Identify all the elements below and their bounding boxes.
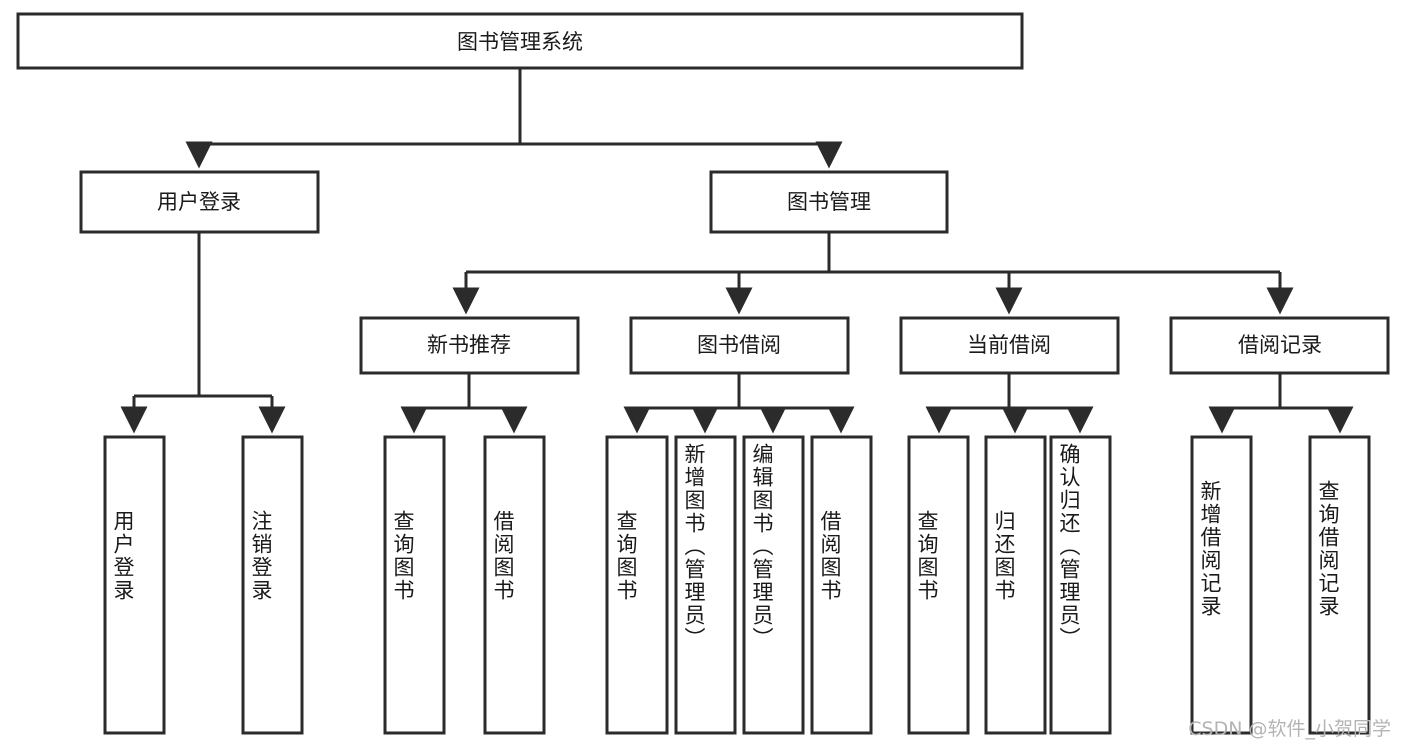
csdn-watermark: CSDN @软件_小贺同学 [1188,718,1391,740]
node-book-manage-rect[interactable] [709,170,949,234]
node-user-login-label: 用户登录 [157,190,241,214]
node-leaf-edit-book-admin-rect[interactable] [742,435,805,735]
node-leaf-query-books-rec-rect[interactable] [383,435,446,735]
node-new-book-rec[interactable]: 新书推荐 [359,316,580,375]
node-user-login[interactable]: 用户登录 [79,170,320,234]
node-book-borrow-label: 图书借阅 [697,333,781,357]
node-leaf-query-books-borrow-rect[interactable] [605,435,669,735]
node-layer: 图书管理系统 用户登录 图书管理 新书推荐 图书借阅 当前 [16,12,1390,735]
node-leaf-user-login-rect[interactable] [103,435,166,735]
connector-layer [120,68,1354,434]
node-leaf-borrow-books-rect[interactable] [810,435,873,735]
node-borrow-record[interactable]: 借阅记录 [1169,316,1390,375]
node-leaf-confirm-return-admin-rect[interactable] [1049,435,1112,735]
node-leaf-return-books-rect[interactable] [984,435,1047,735]
node-root-rect[interactable] [16,12,1024,70]
node-book-borrow[interactable]: 图书借阅 [629,316,850,375]
node-borrow-record-label: 借阅记录 [1238,333,1322,357]
node-book-manage[interactable]: 图书管理 [709,170,949,234]
node-new-book-rec-label: 新书推荐 [427,333,511,357]
node-book-manage-label: 图书管理 [787,190,871,214]
node-root-label: 图书管理系统 [457,30,583,54]
node-leaf-add-book-admin-rect[interactable] [674,435,737,735]
node-borrow-record-rect[interactable] [1169,316,1390,375]
node-leaf-add-borrow-record-rect[interactable] [1190,435,1253,735]
node-leaf-query-books-current-rect[interactable] [907,435,970,735]
node-root[interactable]: 图书管理系统 [16,12,1024,70]
node-new-book-rec-rect[interactable] [359,316,580,375]
node-current-borrow[interactable]: 当前借阅 [899,316,1120,375]
node-leaf-query-borrow-record-rect[interactable] [1308,435,1371,735]
node-leaf-logout-rect[interactable] [241,435,304,735]
node-leaf-borrow-books-rec-rect[interactable] [483,435,546,735]
node-user-login-rect[interactable] [79,170,320,234]
node-current-borrow-label: 当前借阅 [967,333,1051,357]
node-book-borrow-rect[interactable] [629,316,850,375]
node-current-borrow-rect[interactable] [899,316,1120,375]
